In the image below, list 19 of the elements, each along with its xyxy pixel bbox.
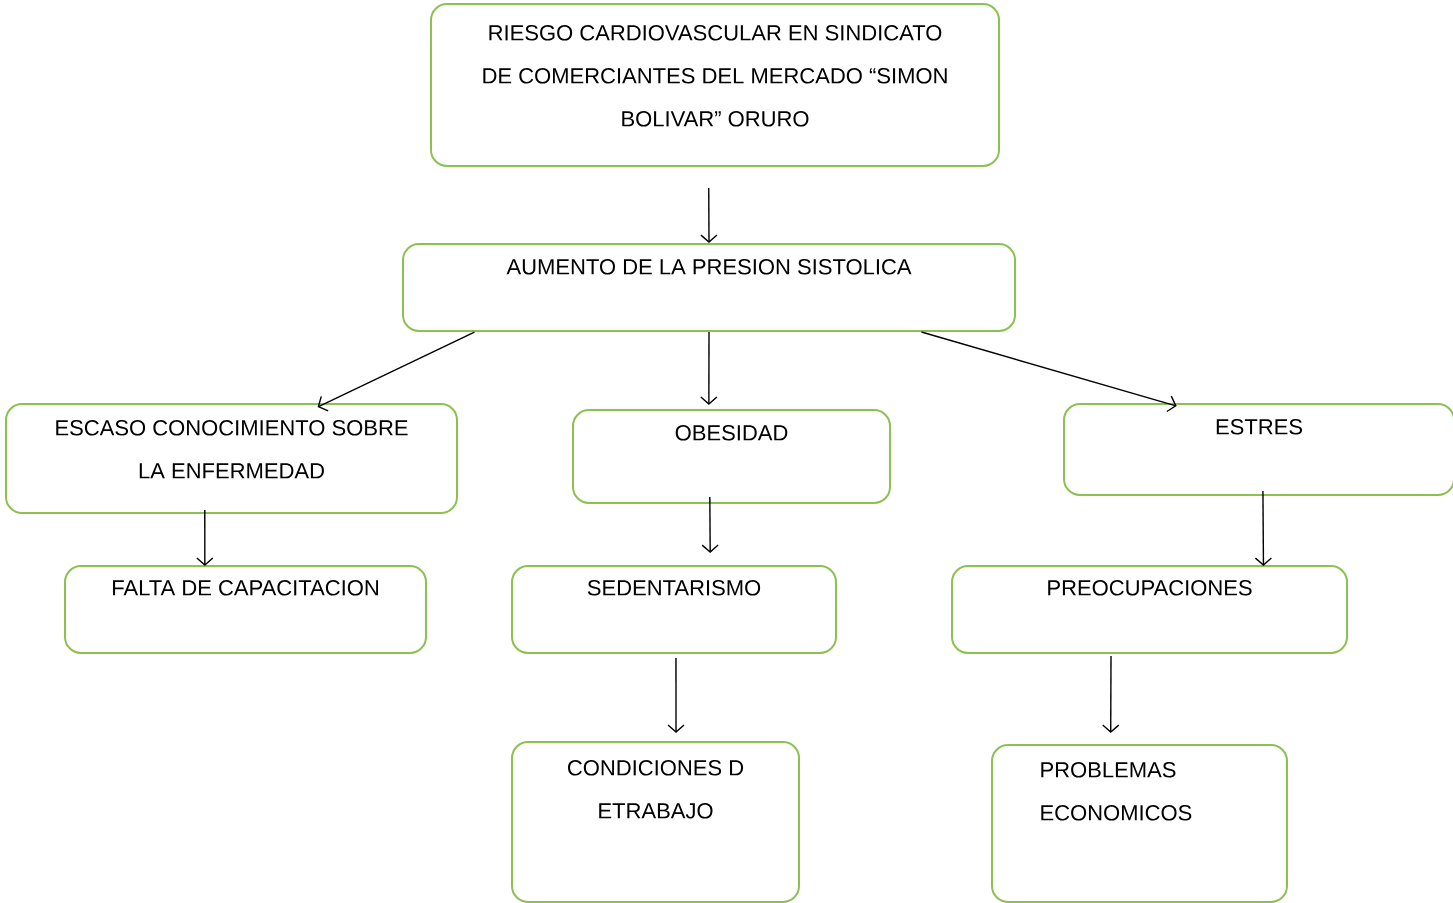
arrow (701, 496, 719, 553)
arrow (317, 331, 476, 412)
arrow (196, 509, 214, 566)
arrow (1254, 490, 1273, 566)
process-box: OBESIDAD (572, 409, 891, 504)
process-box: AUMENTO DE LA PRESION SISTOLICA (402, 243, 1016, 332)
process-box: PROBLEMAS ECONOMICOS (991, 744, 1288, 903)
arrow (920, 331, 1177, 413)
process-box: SEDENTARISMO (511, 565, 837, 654)
arrow (1102, 655, 1120, 733)
process-box: ESTRES (1063, 403, 1453, 496)
arrow (667, 657, 685, 733)
process-box: ESCASO CONOCIMIENTO SOBRE LA ENFERMEDAD (5, 403, 458, 514)
process-box: FALTA DE CAPACITACION (64, 565, 427, 654)
process-box: RIESGO CARDIOVASCULAR EN SINDICATO DE COMERCIANTES DEL MERCADO “SIMON BOLIVAR” ORURO (430, 3, 1000, 167)
process-box: PREOCUPACIONES (951, 565, 1348, 654)
arrow (700, 187, 718, 243)
arrow (700, 331, 718, 405)
process-box: CONDICIONES D ETRABAJO (511, 741, 800, 903)
